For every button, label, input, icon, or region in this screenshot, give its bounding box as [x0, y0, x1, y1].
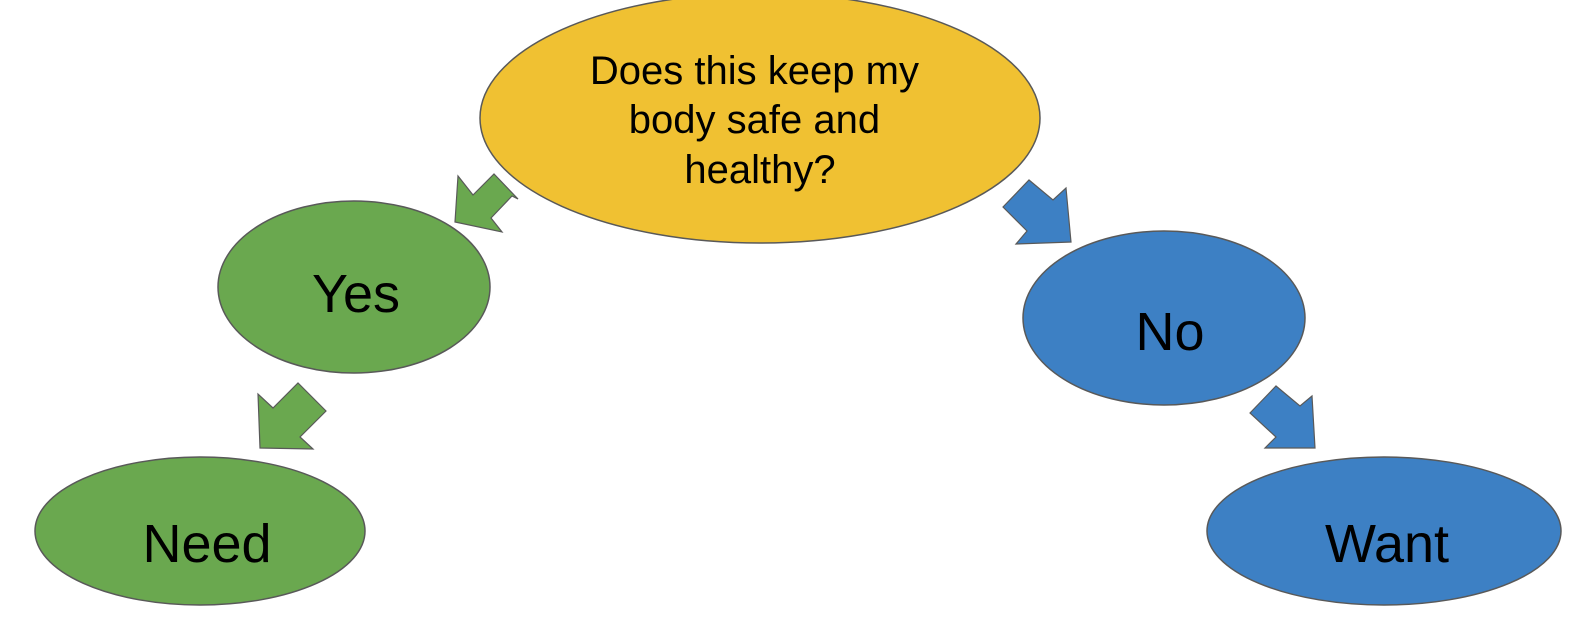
- yes-ellipse: [217, 200, 491, 374]
- no-label: No: [1135, 302, 1204, 362]
- yes-label: Yes: [312, 264, 400, 324]
- arrow-to-need: [257, 382, 327, 450]
- question-line-1: Does this keep my: [590, 49, 919, 93]
- question-node: Does this keep my body safe and healthy?: [479, 0, 1041, 244]
- no-ellipse: [1022, 230, 1306, 406]
- question-line-3: healthy?: [684, 148, 835, 192]
- question-text: Does this keep my body safe and healthy?: [590, 49, 930, 192]
- question-ellipse: [479, 0, 1041, 244]
- want-ellipse: [1206, 456, 1562, 606]
- want-node: Want: [1206, 456, 1562, 606]
- arrow-to-want: [1249, 385, 1316, 449]
- need-ellipse: [34, 456, 366, 606]
- arrow-to-no: [1002, 179, 1072, 245]
- want-label: Want: [1325, 514, 1449, 574]
- need-label: Need: [142, 514, 271, 574]
- question-line-2: body safe and: [629, 98, 880, 142]
- need-node: Need: [34, 456, 366, 606]
- yes-node: Yes: [217, 200, 491, 374]
- no-node: No: [1022, 230, 1306, 406]
- arrow-to-yes: [454, 173, 519, 233]
